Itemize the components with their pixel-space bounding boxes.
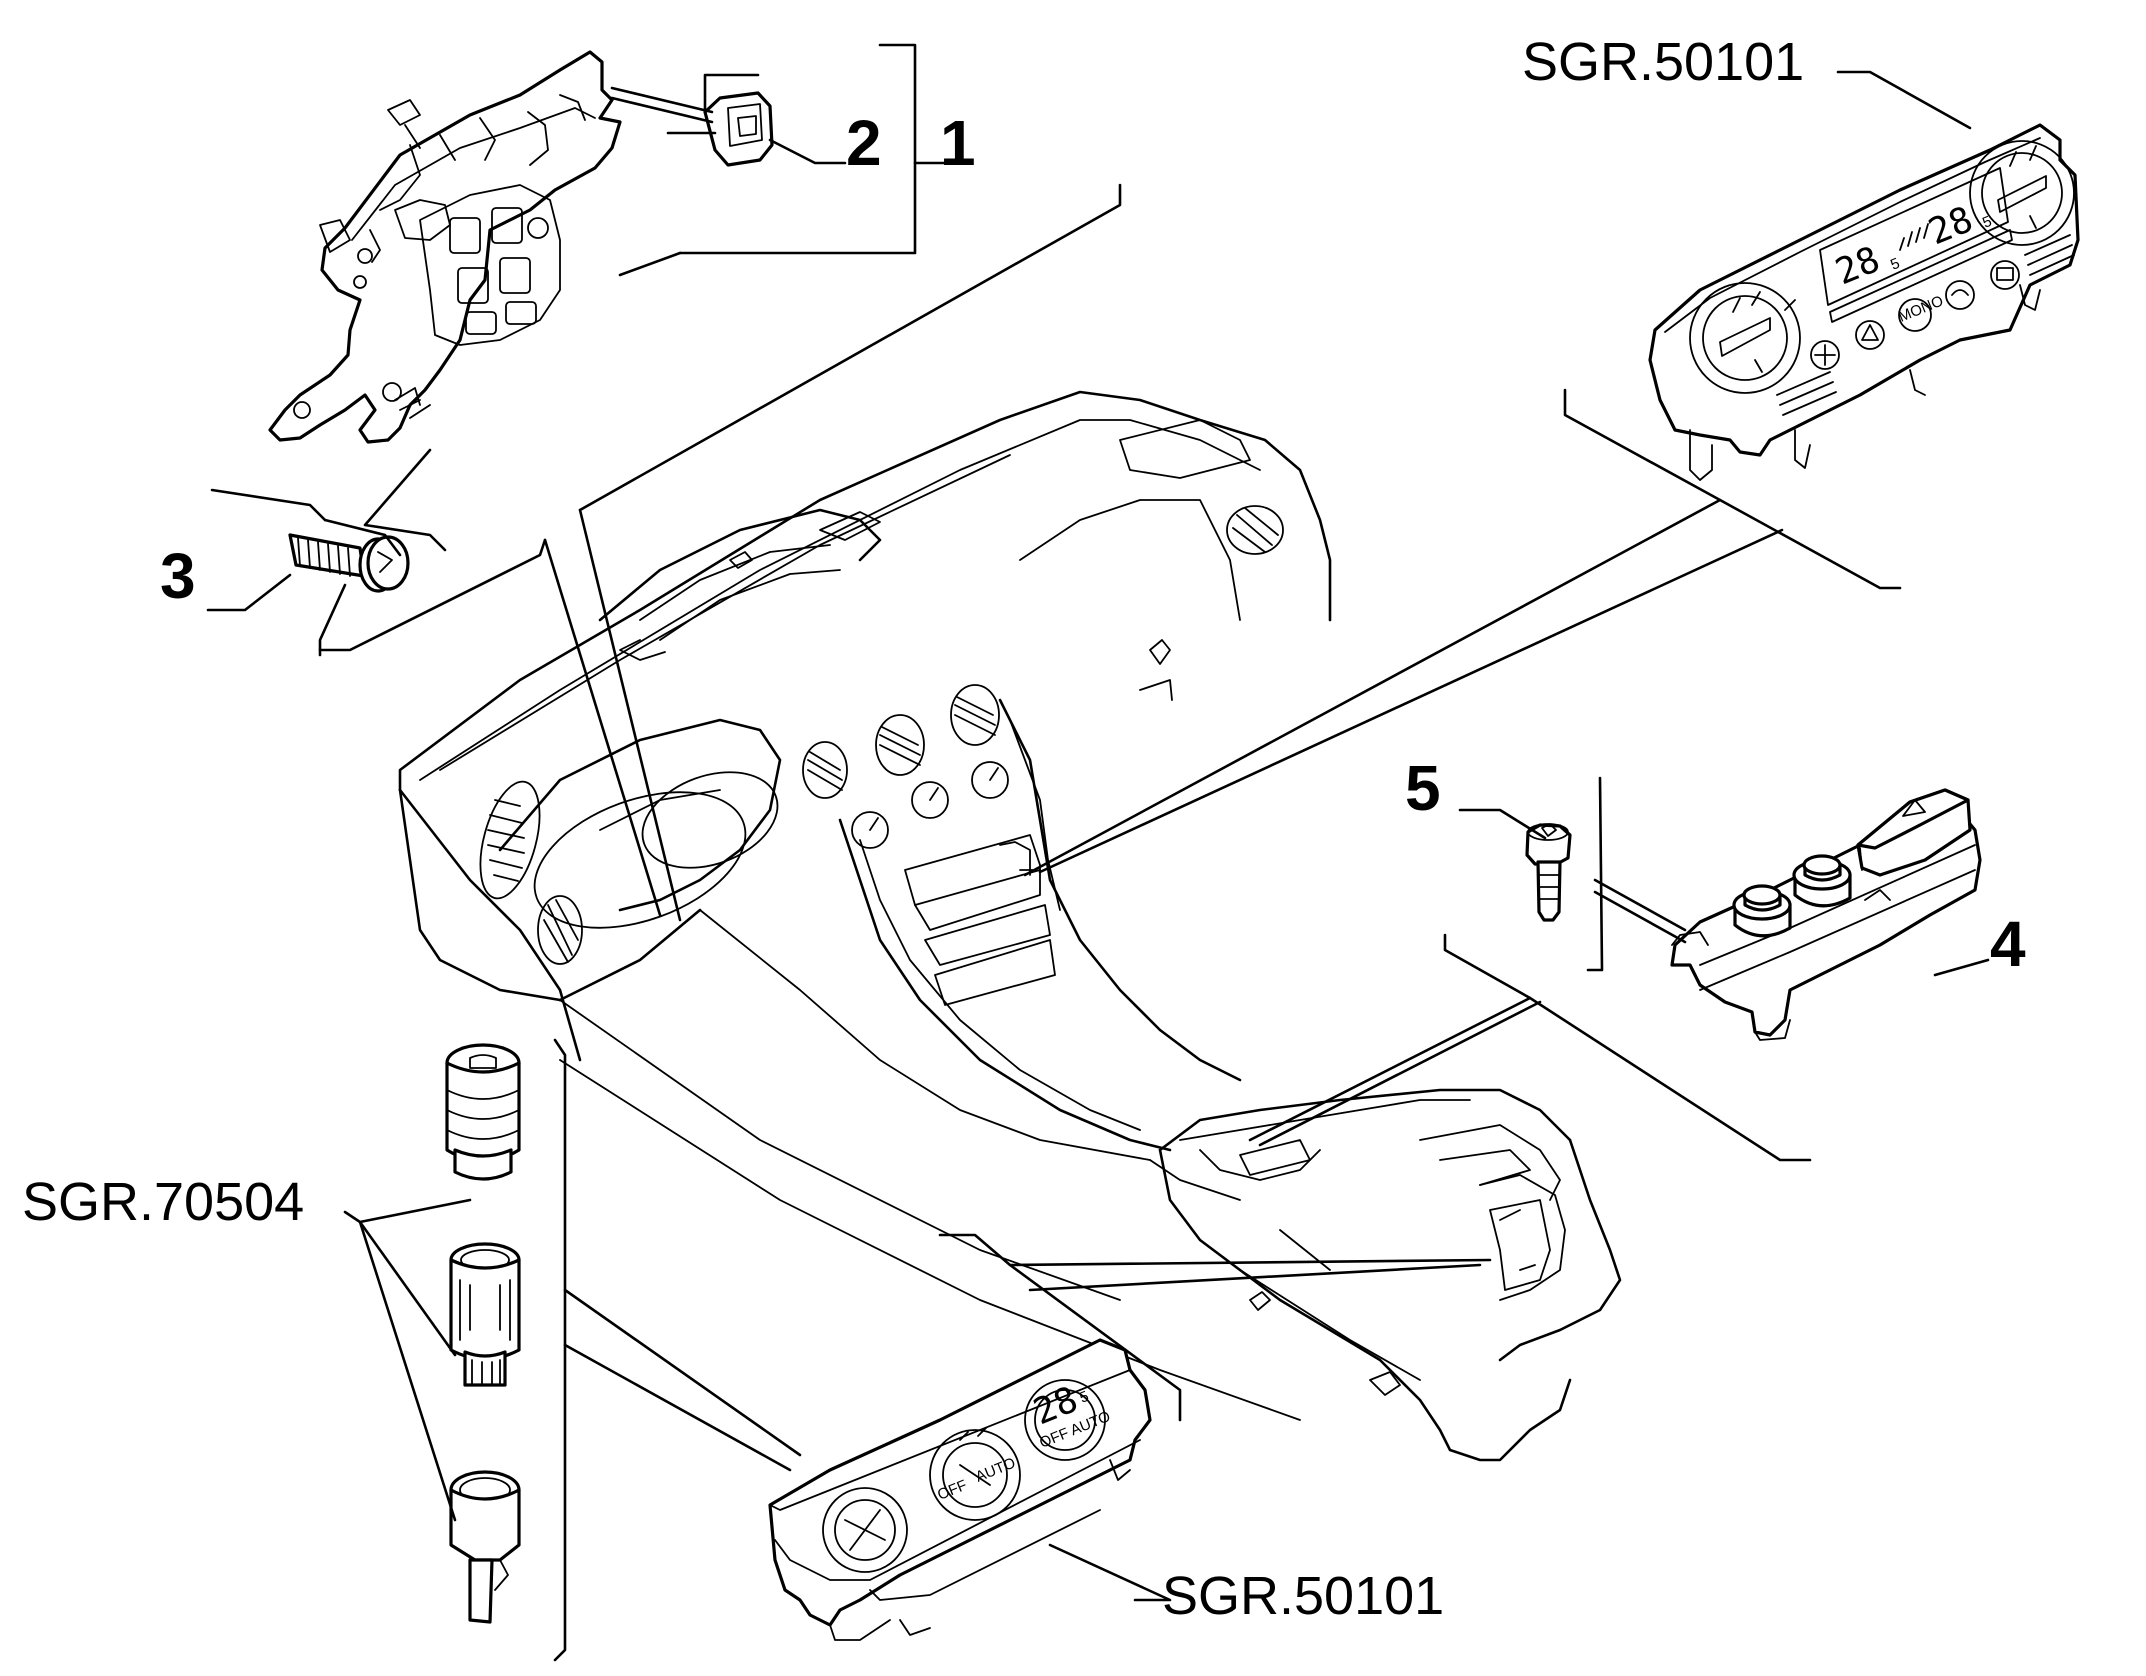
callout-part-2: 2: [846, 107, 882, 179]
callout-part-5: 5: [1405, 752, 1441, 824]
callout-part-3: 3: [160, 540, 196, 612]
callout-part-4: 4: [1990, 908, 2026, 980]
part-5-bolt: [1525, 823, 1572, 922]
callout-ref-lighter: SGR.70504: [22, 1172, 304, 1232]
climate-control-panel-top: 28 5 28 5 MONO: [1648, 123, 2080, 481]
climate-control-panel-bottom: OFF AUTO 28 5 OFF AUTO: [768, 1338, 1152, 1641]
part-3-screw: [288, 533, 410, 593]
dashboard-assembly: [398, 390, 1622, 1462]
callout-labels: 1 2 3 4 5 SGR.50101 SGR.70504 SGR.50101: [22, 32, 2026, 1626]
part-2-clip: [703, 91, 774, 167]
part-1-switch-bracket: [268, 50, 622, 444]
cigar-lighter-parts: [445, 1043, 521, 1624]
callout-ref-climate-top: SGR.50101: [1522, 32, 1804, 92]
callout-ref-climate-bottom: SGR.50101: [1162, 1566, 1444, 1626]
leader-lines: [206, 43, 1990, 1662]
part-4-switch-module: [1670, 788, 1982, 1041]
callout-part-1: 1: [940, 107, 976, 179]
